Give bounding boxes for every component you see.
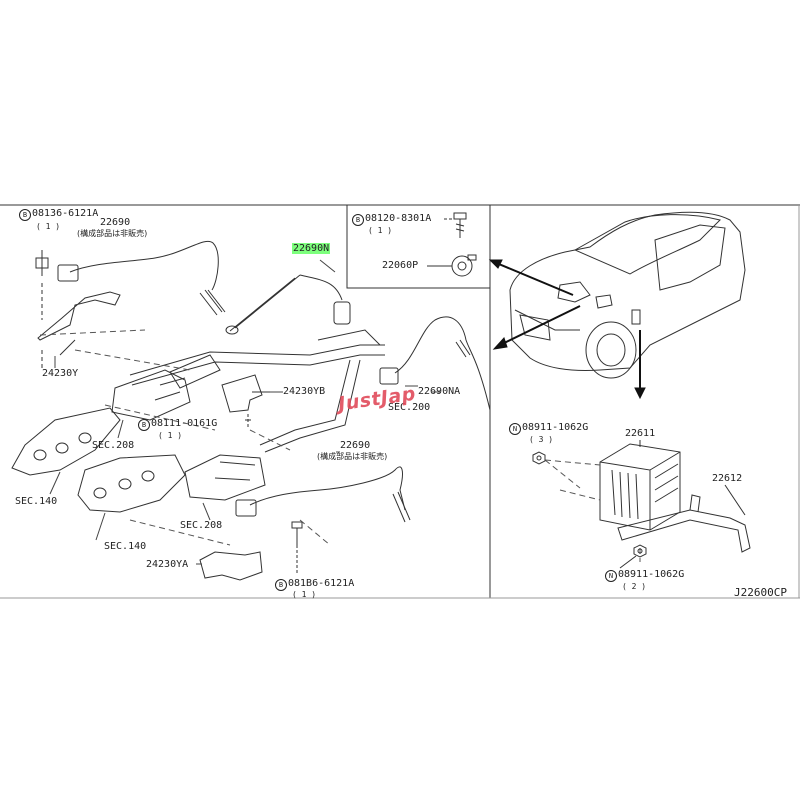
label-qty-bottom: ( 1 ) <box>292 590 317 599</box>
label-qty-2: ( 2 ) <box>622 582 647 591</box>
label-qty-08111: ( 1 ) <box>158 431 183 440</box>
label-sec-200: SEC.200 <box>388 402 431 413</box>
label-part-22690-mid: 22690 <box>340 440 371 451</box>
ecm-bracket-22612 <box>617 494 751 553</box>
label-part-22690n: 22690N <box>292 243 331 254</box>
nut-08911-bottom-drawing <box>633 544 647 558</box>
label-part-22060p: 22060P <box>382 260 419 271</box>
circle-n-icon: N <box>509 423 521 435</box>
bolt-081b6-lower <box>291 521 303 548</box>
arrow-to-exhaust <box>499 305 581 346</box>
ecm-22611 <box>599 443 681 531</box>
bolt-08120-drawing <box>453 212 467 238</box>
label-part-24230yb: 24230YB <box>283 386 326 397</box>
nut-08911-top-drawing <box>532 451 546 465</box>
circle-b-icon: B <box>19 209 31 221</box>
o2-sensor-harness-top <box>35 240 226 316</box>
o2-sensor-22690-mid <box>235 466 411 523</box>
arrow-to-knock-sensor <box>493 261 574 296</box>
label-part-24230ya: 24230YA <box>146 559 189 570</box>
knock-sensor-drawing <box>451 254 477 277</box>
inset-box <box>346 205 490 289</box>
label-part-22690-top: 22690 <box>100 217 131 228</box>
circle-b-icon: B <box>138 419 150 431</box>
o2-sensor-22690na <box>379 316 491 411</box>
label-qty-3: ( 3 ) <box>529 435 554 444</box>
label-sec-140-lower: SEC.140 <box>104 541 147 552</box>
o2-sensor-22690n <box>225 274 351 335</box>
label-qty-top-left: ( 1 ) <box>36 222 61 231</box>
label-sec-140-upper: SEC.140 <box>15 496 58 507</box>
catalytic-converter-lower <box>184 454 266 501</box>
label-part-22611: 22611 <box>625 428 656 439</box>
exhaust-pipe-upper <box>129 329 385 386</box>
exhaust-pipe-lower <box>259 359 361 453</box>
exhaust-manifold-upper <box>11 407 121 476</box>
label-part-24230y: 24230Y <box>42 368 79 379</box>
diagram-code: J22600CP <box>734 586 787 599</box>
label-qty-08120: ( 1 ) <box>368 226 393 235</box>
circle-b-icon: B <box>275 579 287 591</box>
label-sec-208-lower: SEC.208 <box>180 520 223 531</box>
circle-n-icon: N <box>605 570 617 582</box>
vehicle-drawing <box>509 211 746 379</box>
exhaust-manifold-lower <box>77 454 186 513</box>
label-part-22690na: 22690NA <box>418 386 461 397</box>
bracket-24230ya <box>199 551 263 581</box>
catalytic-converter-upper <box>111 354 221 421</box>
circle-b-icon: B <box>352 214 364 226</box>
bracket-24230y <box>37 291 121 356</box>
label-part-22612: 22612 <box>712 473 743 484</box>
label-sec-208-upper: SEC.208 <box>92 440 135 451</box>
label-not-sold-top: (構成部品は非販売) <box>77 229 148 238</box>
label-not-sold-mid: (構成部品は非販売) <box>317 452 388 461</box>
bracket-24230yb <box>221 374 270 413</box>
